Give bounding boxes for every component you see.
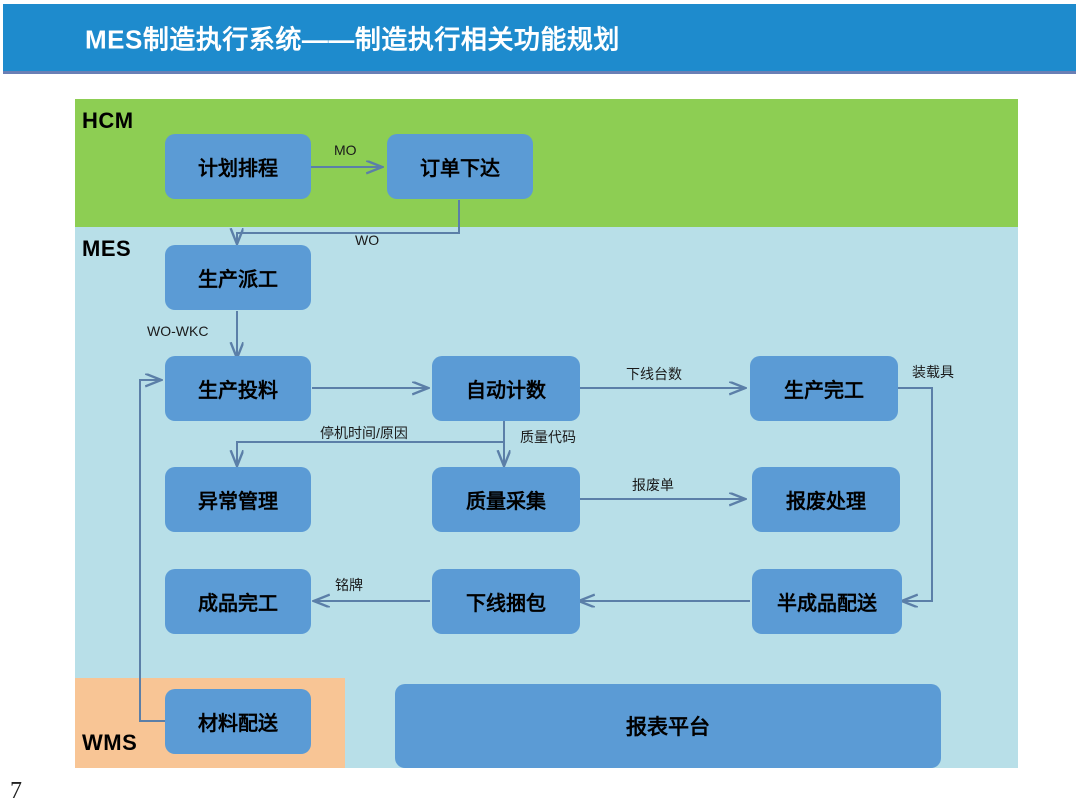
node-label: 质量采集	[466, 491, 546, 513]
edge-label-wo-wkc: WO-WKC	[147, 323, 209, 339]
node-label: 材料配送	[198, 713, 278, 735]
edge-label-nameplate: 铭牌	[335, 577, 363, 593]
node-reporting[interactable]: 报表平台	[395, 684, 941, 768]
node-scrap[interactable]: 报废处理	[752, 467, 900, 532]
page-number: 7	[10, 778, 22, 804]
node-label: 半成品配送	[777, 593, 877, 615]
node-quality[interactable]: 质量采集	[432, 467, 580, 532]
page-title: MES制造执行系统——制造执行相关功能规划	[85, 24, 620, 54]
node-label: 报废处理	[786, 491, 866, 513]
edge-order-dispatch	[237, 200, 460, 243]
node-dispatch[interactable]: 生产派工	[165, 245, 311, 310]
node-label: 订单下达	[420, 158, 500, 180]
edge-label-offline-count: 下线台数	[626, 366, 682, 382]
node-label: 报表平台	[626, 716, 710, 739]
node-autocount[interactable]: 自动计数	[432, 356, 580, 421]
edge-label-carrier: 装载具	[912, 364, 954, 380]
slide-title-bar: MES制造执行系统——制造执行相关功能规划	[3, 4, 1076, 74]
edge-label-downtime-reason: 停机时间/原因	[320, 425, 408, 441]
node-label: 下线捆包	[466, 593, 546, 615]
node-product[interactable]: 成品完工	[165, 569, 311, 634]
node-order[interactable]: 订单下达	[387, 134, 533, 199]
node-semiship[interactable]: 半成品配送	[752, 569, 902, 634]
swimlane-label-wms: WMS	[82, 730, 138, 755]
node-label: 生产派工	[198, 269, 278, 291]
node-label: 计划排程	[198, 158, 278, 180]
edge-label-scrap-order: 报废单	[632, 477, 674, 493]
node-pack[interactable]: 下线捆包	[432, 569, 580, 634]
node-label: 成品完工	[198, 593, 278, 615]
node-finish[interactable]: 生产完工	[750, 356, 898, 421]
node-plan[interactable]: 计划排程	[165, 134, 311, 199]
edge-matship-feed	[139, 380, 165, 722]
node-feed[interactable]: 生产投料	[165, 356, 311, 421]
swimlane-label-hcm: HCM	[82, 108, 134, 133]
swimlane-label-mes: MES	[82, 236, 132, 261]
node-label: 自动计数	[466, 380, 546, 402]
node-label: 异常管理	[198, 491, 278, 513]
node-label: 生产完工	[784, 380, 864, 402]
edge-label-mo: MO	[334, 142, 357, 158]
edge-label-quality-code: 质量代码	[520, 429, 576, 445]
node-exception[interactable]: 异常管理	[165, 467, 311, 532]
node-matship[interactable]: 材料配送	[165, 689, 311, 754]
node-label: 生产投料	[198, 380, 278, 402]
edge-finish-semiship	[897, 387, 933, 601]
edge-label-wo: WO	[355, 232, 380, 248]
